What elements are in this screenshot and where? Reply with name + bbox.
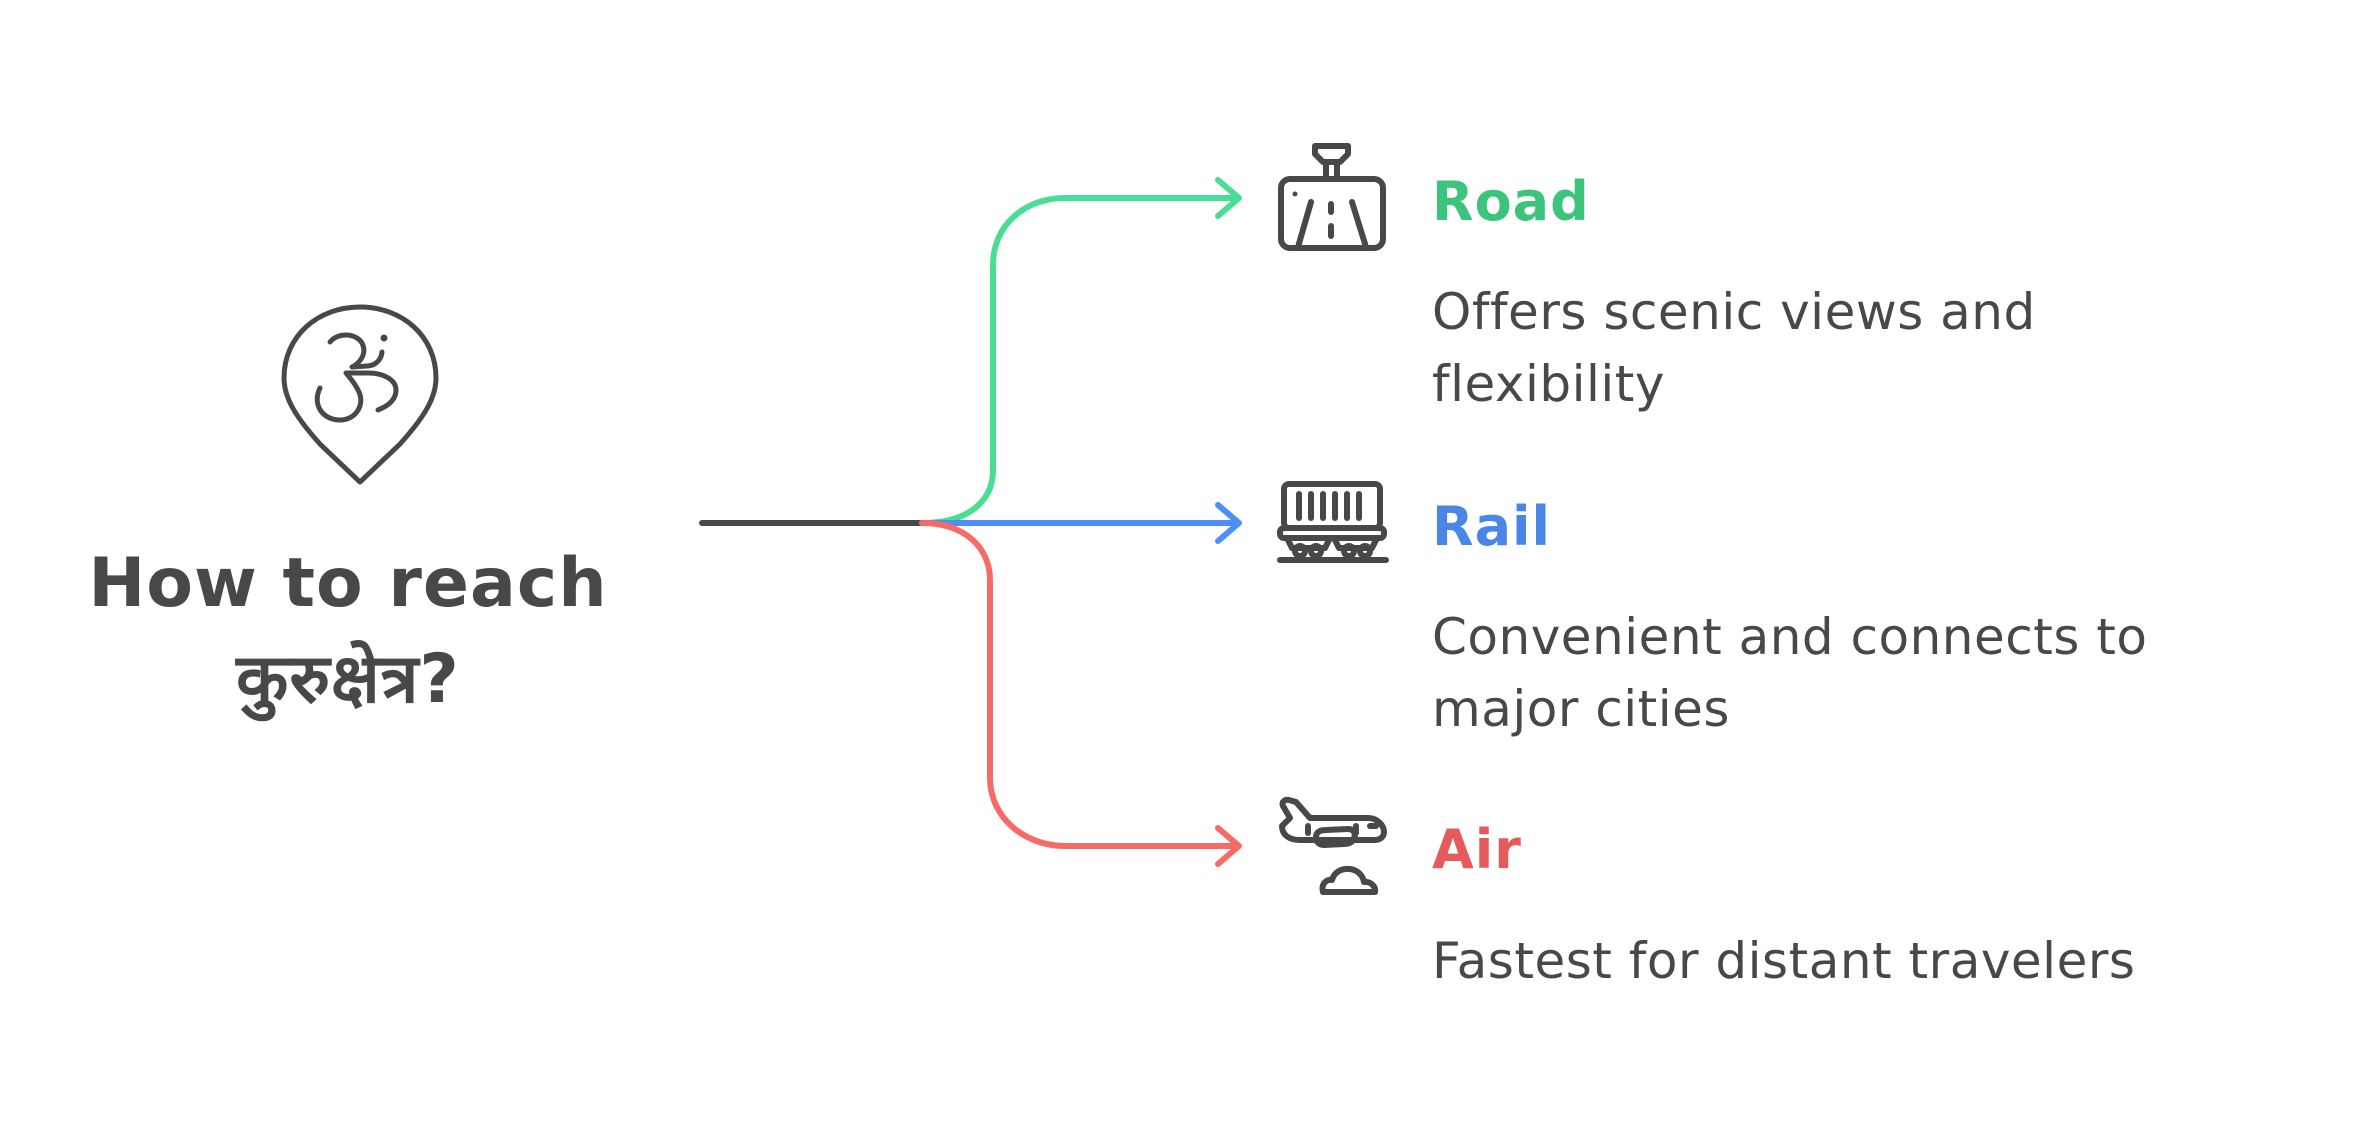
road-description-line: flexibility: [1432, 355, 1665, 413]
title-line-1: How to reach: [88, 544, 608, 623]
train-wagon-icon: [1277, 481, 1389, 563]
rail-description-line: Convenient and connects to: [1432, 608, 2148, 666]
airplane-cloud-icon: [1279, 796, 1387, 895]
air-connector: [919, 520, 1240, 849]
road-description-line: Offers scenic views and: [1432, 283, 2036, 341]
air-description: Fastest for distant travelers: [1432, 925, 2312, 997]
rail-arrowhead: [1215, 502, 1242, 544]
title-line-2: कुरुक्षेत्र?: [236, 640, 460, 719]
road-sign-icon: [1278, 143, 1386, 251]
air-arrowhead: [1215, 825, 1242, 867]
air-description-line: Fastest for distant travelers: [1432, 932, 2136, 990]
road-arrowhead: [1215, 177, 1242, 219]
road-description: Offers scenic views and flexibility: [1432, 276, 2312, 420]
om-location-pin-icon: [281, 304, 439, 485]
air-title: Air: [1432, 818, 1522, 881]
rail-description-line: major cities: [1432, 680, 1730, 738]
rail-title: Rail: [1432, 495, 1552, 558]
road-title: Road: [1432, 170, 1590, 233]
rail-description: Convenient and connects to major cities: [1432, 601, 2312, 745]
road-connector: [919, 195, 1240, 526]
diagram-title: How to reach कुरुक्षेत्र?: [48, 536, 648, 728]
